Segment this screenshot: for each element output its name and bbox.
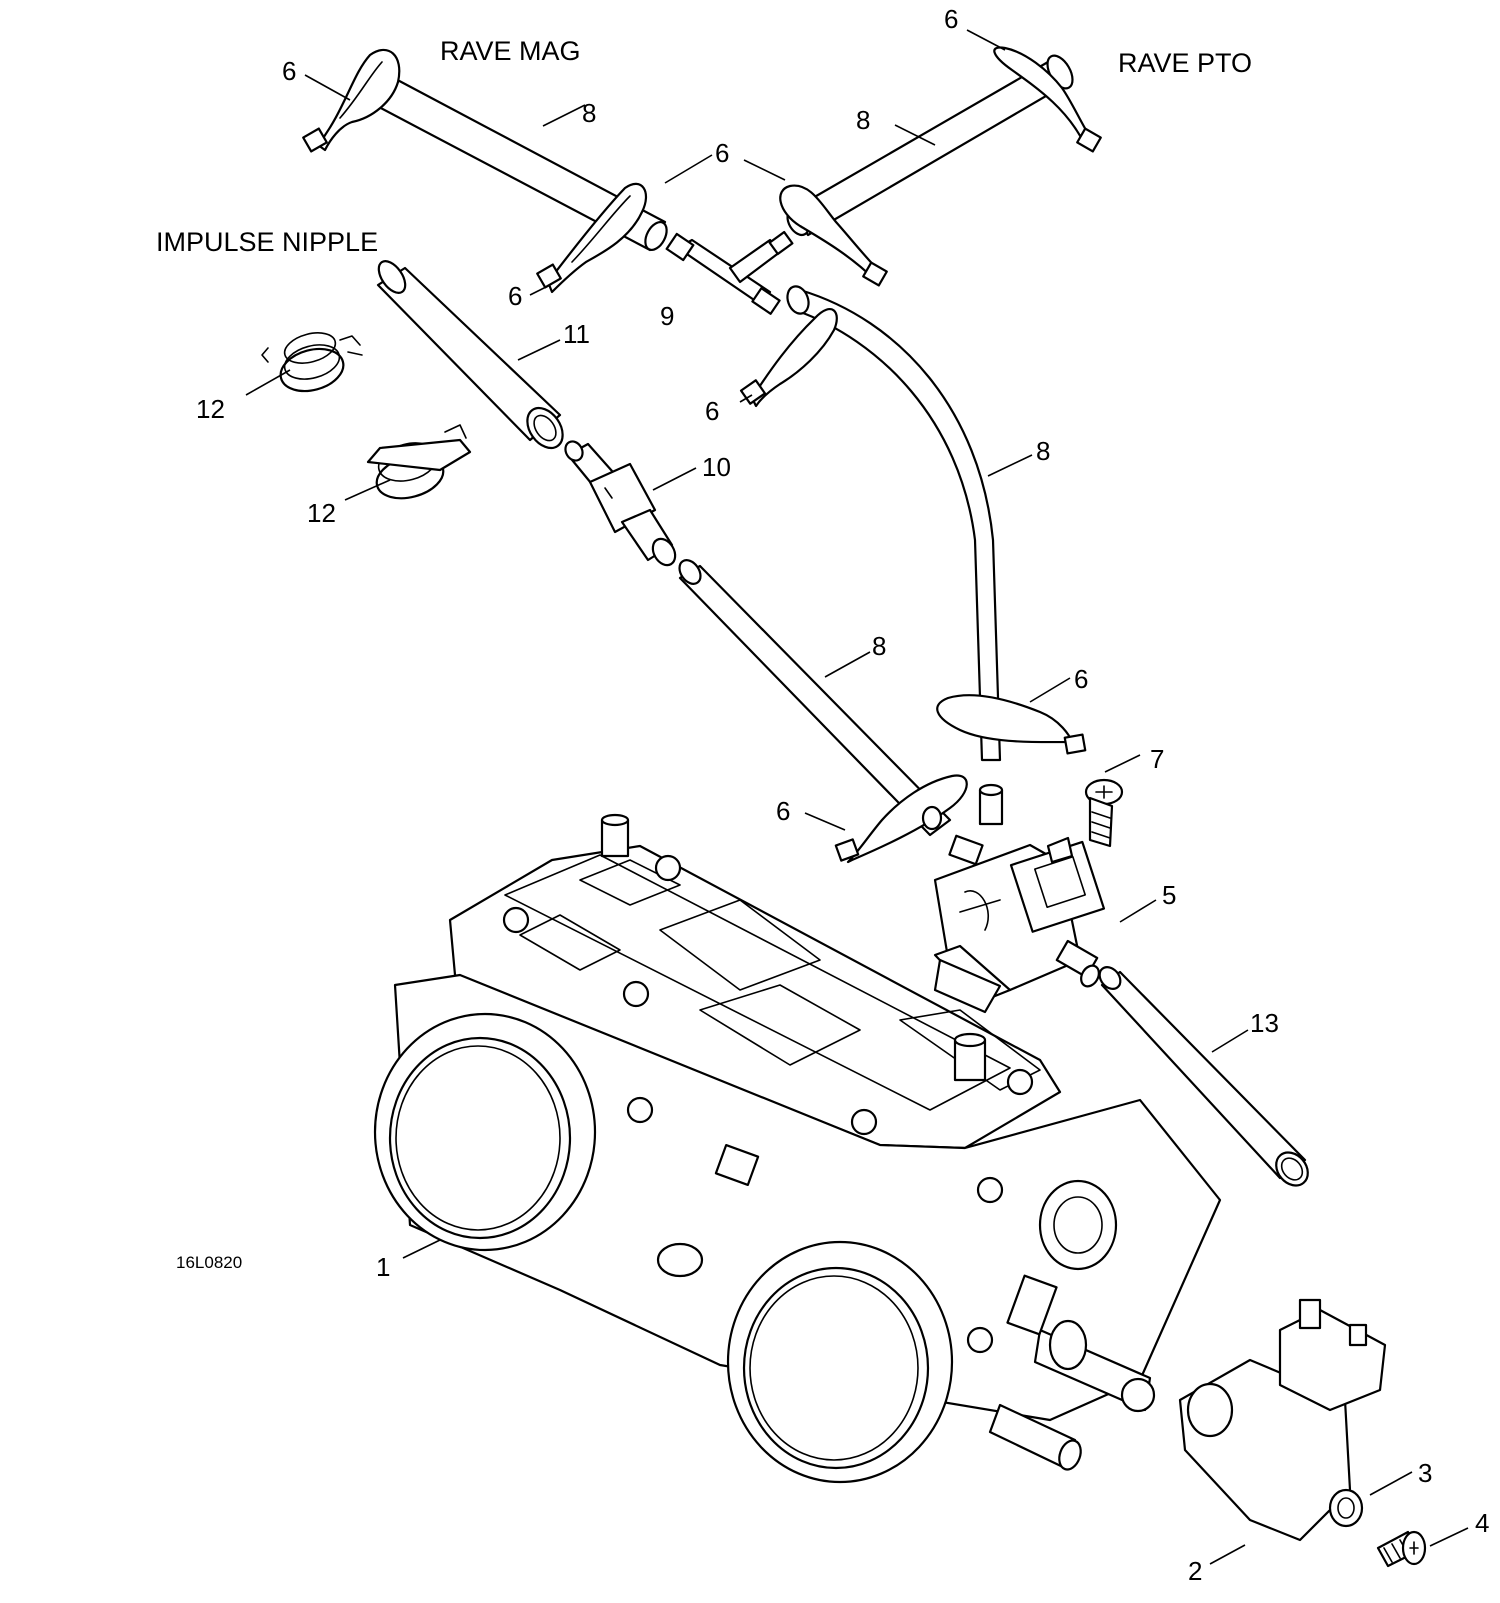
tie-strap [936,694,1087,755]
hose-clamp [366,424,472,500]
tie-strap [779,184,888,287]
hose-clamp [261,332,363,393]
tie-strap [536,182,648,294]
impulse-check-valve [564,440,677,567]
callout-2: 2 [1188,1556,1202,1586]
callout-12: 12 [307,498,336,528]
callout-6: 6 [944,4,958,34]
callout-6: 6 [282,56,296,86]
callout-6: 6 [715,138,729,168]
callout-4: 4 [1475,1508,1489,1538]
throttle-position-sensor [1178,1298,1387,1542]
drawing-code: 16L0820 [176,1253,242,1272]
callout-6: 6 [776,796,790,826]
callout-6: 6 [508,281,522,311]
callout-9: 9 [660,301,674,331]
callout-7: 7 [1150,744,1164,774]
tie-strap [739,308,838,408]
impulse-nipple-label: IMPULSE NIPPLE [156,227,378,257]
hose-outlet [1098,966,1309,1187]
callout-1: 1 [376,1252,390,1282]
callout-6: 6 [1074,664,1088,694]
callout-10: 10 [702,452,731,482]
callout-13: 13 [1250,1008,1279,1038]
callout-12: 12 [196,394,225,424]
hose-solenoid-supply [786,285,1002,762]
tie-strap [302,48,401,153]
callout-11: 11 [563,319,590,349]
callout-5: 5 [1162,880,1176,910]
leader-lines [245,29,1469,1565]
tie-strap [834,774,968,864]
callout-3: 3 [1418,1458,1432,1488]
throttle-body [373,813,1222,1484]
hose-impulse-supply [678,559,952,837]
tee-fitting [665,230,794,315]
rave-mag-label: RAVE MAG [440,36,581,66]
solenoid-screw [1084,778,1124,848]
callout-8: 8 [872,631,886,661]
callout-8: 8 [856,105,870,135]
hose-impulse-nipple [376,260,564,450]
washer [1328,1488,1364,1528]
callout-8: 8 [1036,436,1050,466]
tps-screw [1376,1530,1427,1568]
callout-6: 6 [705,396,719,426]
tie-strap [993,46,1102,153]
callout-8: 8 [582,98,596,128]
rave-solenoid [933,783,1106,1014]
rave-pto-label: RAVE PTO [1118,48,1252,78]
